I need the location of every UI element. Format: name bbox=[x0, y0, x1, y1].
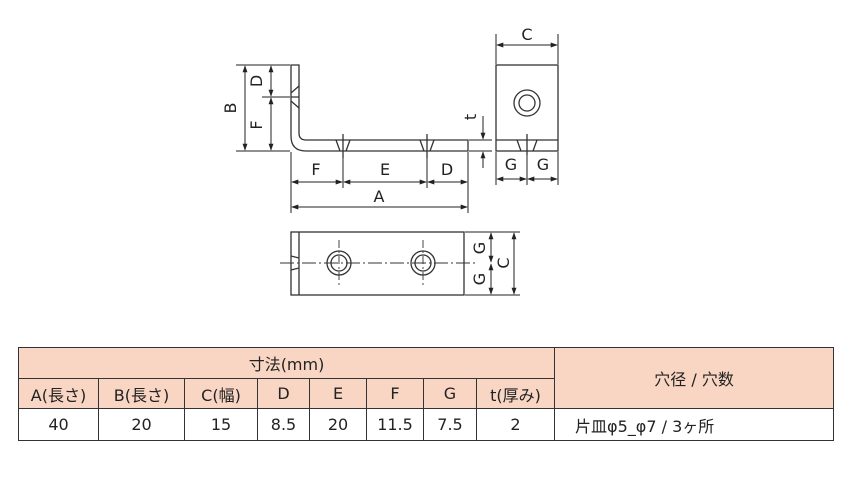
plan-dimensions bbox=[465, 231, 520, 296]
bottom-dimensions bbox=[290, 152, 469, 213]
label-plan-C: C bbox=[494, 257, 513, 268]
label-bottom-D: D bbox=[441, 160, 453, 179]
thickness-dimension bbox=[469, 116, 492, 168]
spec-table: 寸法(mm) 穴径 / 穴数 A(長さ) B(長さ) C(幅) D E F G … bbox=[17, 347, 835, 441]
label-bottom-A: A bbox=[374, 187, 385, 206]
label-bottom-F: F bbox=[311, 160, 320, 179]
col-header-f: F bbox=[366, 378, 424, 409]
bracket-drawing: B D F F E D A t C G bbox=[221, 25, 559, 296]
label-side-F: F bbox=[247, 120, 266, 129]
label-side-B: B bbox=[221, 103, 240, 114]
hole-value: 片皿φ5_φ7 / 3ヶ所 bbox=[554, 408, 835, 441]
countersink-left bbox=[335, 134, 351, 158]
hole-header: 穴径 / 穴数 bbox=[554, 347, 835, 409]
value-a: 40 bbox=[18, 408, 99, 441]
table-row: 40 20 15 8.5 20 11.5 7.5 2 片皿φ5_φ7 / 3ヶ所 bbox=[18, 408, 835, 441]
label-end-C: C bbox=[521, 25, 532, 44]
value-f: 11.5 bbox=[366, 408, 424, 441]
col-header-e: E bbox=[309, 378, 367, 409]
end-view bbox=[495, 64, 559, 155]
plan-view bbox=[290, 231, 465, 296]
col-header-b: B(長さ) bbox=[98, 378, 185, 409]
col-header-g: G bbox=[423, 378, 477, 409]
label-end-G2: G bbox=[537, 155, 549, 174]
label-thickness-t: t bbox=[461, 114, 480, 120]
col-header-t: t(厚み) bbox=[475, 378, 556, 409]
label-plan-G1: G bbox=[470, 242, 489, 254]
value-t: 2 bbox=[475, 408, 556, 441]
value-b: 20 bbox=[98, 408, 185, 441]
l-bracket-outline bbox=[290, 64, 469, 152]
label-end-G1: G bbox=[505, 155, 517, 174]
dimensions-group-header: 寸法(mm) bbox=[17, 347, 556, 379]
col-header-d: D bbox=[257, 378, 310, 409]
label-side-D: D bbox=[247, 75, 266, 87]
end-dimensions bbox=[495, 34, 559, 185]
plan-centerlines bbox=[280, 240, 478, 287]
value-e: 20 bbox=[309, 408, 367, 441]
label-plan-G2: G bbox=[470, 273, 489, 285]
value-d: 8.5 bbox=[257, 408, 310, 441]
side-dimensions bbox=[236, 64, 290, 152]
countersink-right bbox=[419, 134, 435, 158]
value-g: 7.5 bbox=[423, 408, 477, 441]
value-c: 15 bbox=[184, 408, 258, 441]
label-bottom-E: E bbox=[380, 160, 390, 179]
col-header-c: C(幅) bbox=[184, 378, 258, 409]
side-view bbox=[290, 64, 469, 158]
col-header-a: A(長さ) bbox=[18, 378, 99, 409]
countersink-vertical bbox=[290, 85, 300, 109]
